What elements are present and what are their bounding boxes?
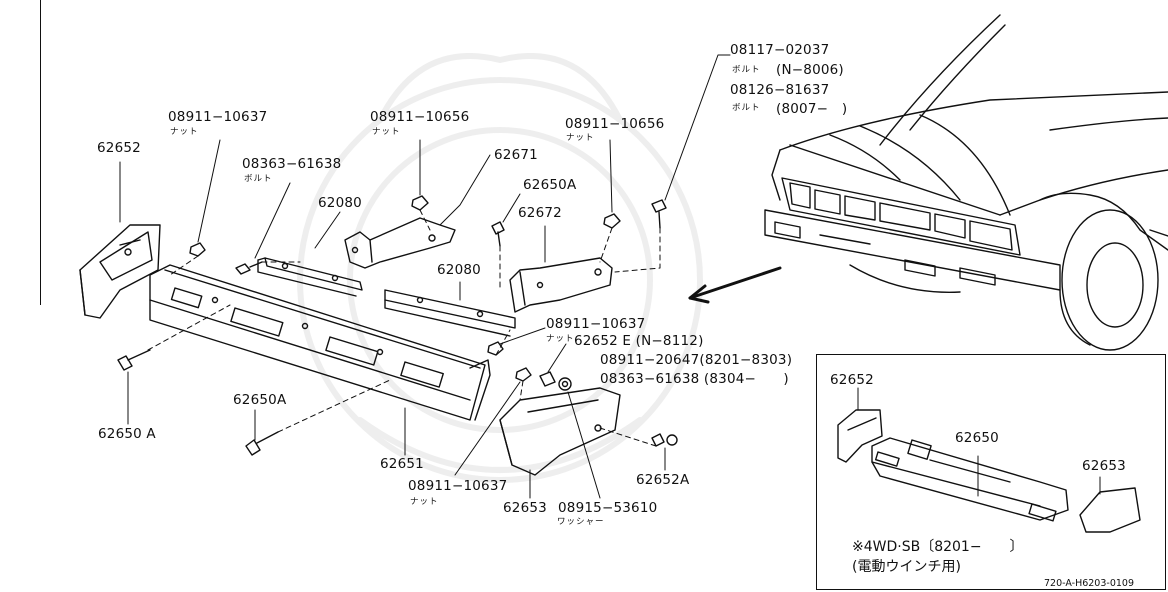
inset-callout-62650: 62650 [955,430,999,446]
callout-62652A: 62652A [636,472,690,488]
callout-nut-08911-10656-mid: 08911−10656 [370,109,470,125]
callout-62080-upper: 62080 [318,195,362,211]
callout-62672: 62672 [518,205,562,221]
inset-callout-62653: 62653 [1082,458,1126,474]
page-margin-line [40,0,41,305]
fastener-nut-1 [189,242,206,257]
stay-62671 [344,217,456,269]
assembly-lines [147,209,661,447]
fastener-bolt-5 [117,349,151,371]
fastener-bolt-3 [651,199,667,229]
inset-frame [816,354,1166,590]
sublabel-washer: ワッシャー [557,517,605,527]
bracket-62080-lower [384,289,516,337]
sublabel-nut-2: ナット [372,127,401,137]
end-cap-left [79,224,161,319]
callout-washer-08915-53610: 08915−53610 [558,500,658,516]
callout-nut-08911-10637-top: 08911−10637 [168,109,268,125]
callout-nut-08911-10637-bottom: 08911−10637 [408,478,508,494]
diagram-reference-code: 720-A-H6203-0109 [1044,578,1134,589]
callout-62651: 62651 [380,456,424,472]
stay-62672 [509,257,613,313]
sublabel-nut-3: ナット [566,133,595,143]
callout-range-8007: (8007− ) [776,101,848,117]
callout-62653: 62653 [503,500,547,516]
inset-drawing [837,387,1141,533]
callout-62650A-left-bottom: 62650 A [98,426,156,442]
sublabel-bolt-2: ボルト [732,65,761,75]
callout-bolt-08117-02037: 08117−02037 [730,42,830,58]
fastener-bolt-1 [235,261,263,275]
end-cap-right [499,387,621,476]
inset-note-model: ※4WD·SB〔8201− 〕 [852,539,1024,555]
fastener-nut-3 [603,213,621,229]
fastener-bolt-4 [539,371,572,391]
fastener-bolt-7 [651,433,678,447]
callout-range-N-8006: (N−8006) [776,62,844,78]
inset-note-winch: (電動ウインチ用) [852,559,961,575]
fastener-nut-5 [515,367,532,382]
callout-62080-lower: 62080 [437,262,481,278]
sublabel-nut-1: ナット [170,127,199,137]
callout-nut-08911-10656-right: 08911−10656 [565,116,665,132]
fastener-nut-2 [411,195,429,211]
bumper-bar [149,264,491,421]
leader-lines [119,54,731,499]
callout-62652E: 62652 E (N−8112) [574,333,704,349]
fastener-nut-4 [487,341,504,356]
sublabel-nut-5: ナット [410,497,439,507]
truck-illustration [764,14,1168,351]
callout-62671: 62671 [494,147,538,163]
sublabel-nut-4: ナット [546,334,575,344]
view-arrow [688,266,782,304]
callout-bolt-08126-81637: 08126−81637 [730,82,830,98]
callout-08363-61638-right: 08363−61638 (8304− ) [600,371,789,387]
bracket-62080-upper [257,257,363,297]
sublabel-bolt-1: ボルト [244,174,273,184]
callout-bolt-08363-61638-left: 08363−61638 [242,156,342,172]
sublabel-bolt-3: ボルト [732,103,761,113]
callout-62650A-top: 62650A [523,177,577,193]
callout-08911-20647: 08911−20647(8201−8303) [600,352,793,368]
fastener-bolt-2 [491,221,505,247]
fastener-bolt-6 [245,431,279,456]
inset-callout-62652: 62652 [830,372,874,388]
callout-62650A-mid-bottom: 62650A [233,392,287,408]
callout-62652-left: 62652 [97,140,141,156]
callout-nut-08911-10637-center: 08911−10637 [546,316,646,332]
